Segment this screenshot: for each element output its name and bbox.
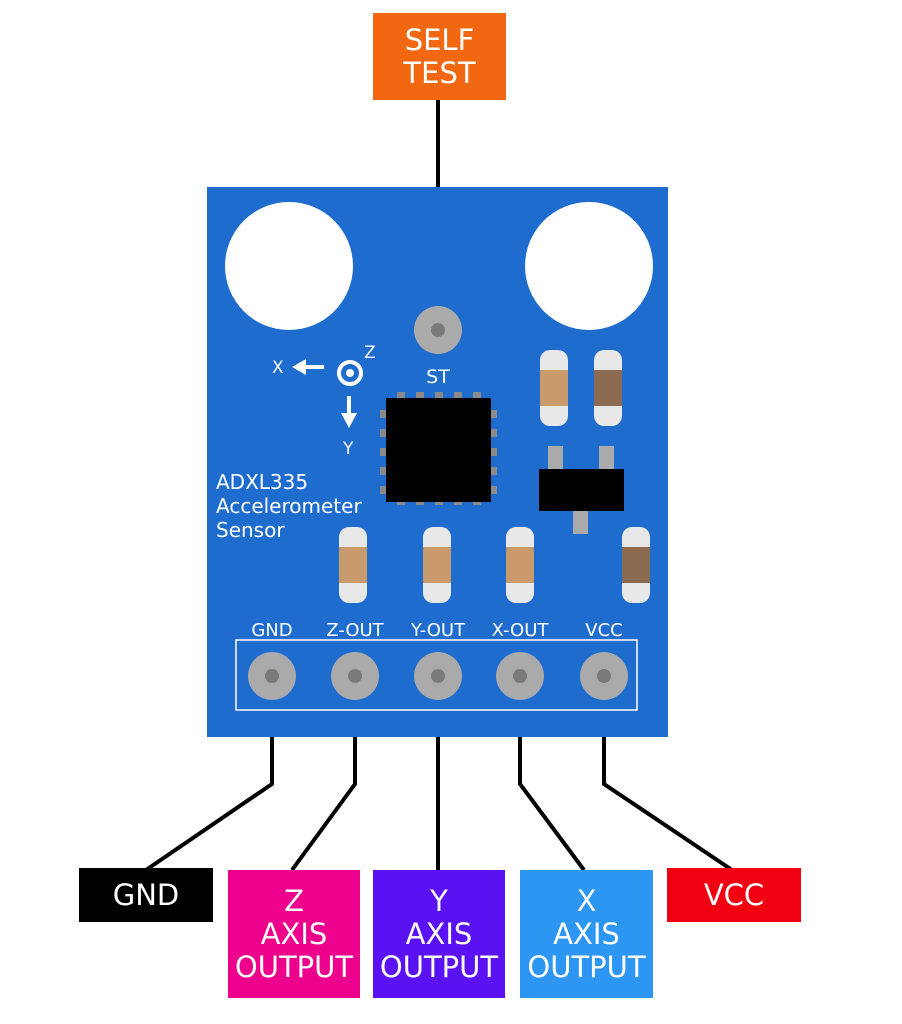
- st-label: ST: [426, 366, 450, 388]
- z-axis-output-label: Z AXIS OUTPUT: [228, 870, 360, 998]
- smd-capacitor-3: [423, 527, 451, 603]
- axis-y-label: Y: [342, 439, 354, 459]
- smd-capacitor-4: [506, 527, 534, 603]
- pin-label-vcc: VCC: [585, 620, 622, 641]
- z-axis-icon: [337, 360, 363, 386]
- voltage-regulator: [539, 446, 624, 534]
- pin-labels: GND Z-OUT Y-OUT X-OUT VCC: [251, 620, 622, 641]
- self-test-pad-center: [431, 323, 445, 337]
- pin-label-x-out: X-OUT: [492, 620, 550, 641]
- regulator-body: [539, 469, 624, 511]
- self-test-label: SELF TEST: [373, 13, 506, 100]
- axis-indicator: X Y Z: [272, 343, 376, 459]
- x-arrow-icon: [292, 359, 306, 375]
- board-title: ADXL335 Accelerometer Sensor: [216, 470, 368, 542]
- adxl335-chip: [380, 392, 497, 505]
- y-axis-output-label: Y AXIS OUTPUT: [373, 870, 505, 998]
- gnd-output-label: GND: [79, 868, 213, 922]
- smd-capacitor-1: [540, 350, 568, 426]
- pin-header-outline: [235, 639, 638, 711]
- smd-resistor-1: [594, 350, 622, 426]
- pin-label-y-out: Y-OUT: [410, 620, 466, 641]
- axis-z-label: Z: [364, 343, 376, 363]
- y-arrow-icon: [341, 413, 357, 428]
- pin-label-z-out: Z-OUT: [326, 620, 384, 641]
- z-axis-dot: [346, 369, 354, 377]
- pin-label-gnd: GND: [251, 620, 292, 641]
- vcc-output-label: VCC: [667, 868, 801, 922]
- pin-header: [248, 652, 628, 700]
- mounting-hole-right: [525, 202, 653, 330]
- axis-x-label: X: [272, 358, 284, 378]
- x-axis-output-label: X AXIS OUTPUT: [520, 870, 653, 998]
- smd-resistor-2: [622, 527, 650, 603]
- chip-body: [386, 398, 491, 502]
- smd-capacitor-2: [339, 527, 367, 603]
- mounting-hole-left: [225, 202, 353, 330]
